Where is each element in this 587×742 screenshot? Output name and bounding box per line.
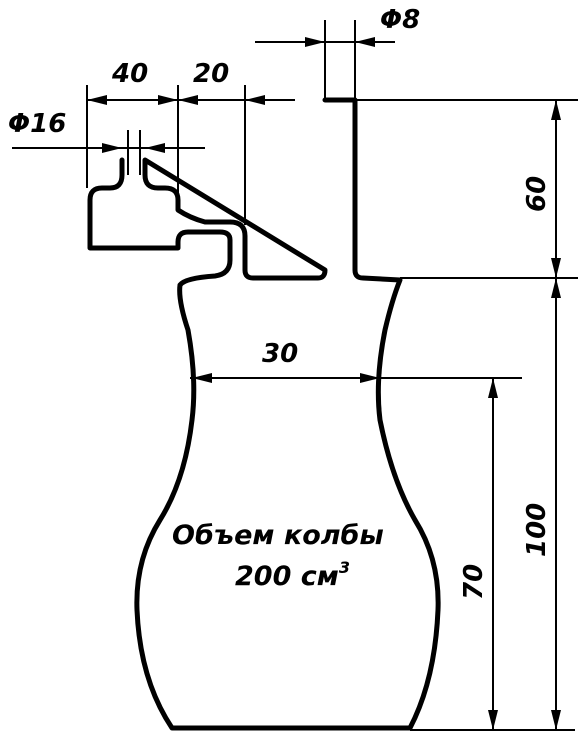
dim-60-label: 60 [522, 176, 552, 212]
dim-60-arrow-bottom [551, 258, 561, 278]
dim-20-label: 20 [193, 59, 229, 89]
dim-30-label: 30 [262, 339, 298, 369]
dim-phi16-arrow-left [102, 143, 122, 153]
flask-outline [87, 97, 441, 731]
dim-40-arrow-left [87, 95, 107, 105]
dim-70-label: 70 [459, 564, 489, 600]
dim-100-arrow-top [551, 278, 561, 298]
dim-20-arrow-right [245, 95, 265, 105]
dim-phi8-label: Φ8 [380, 5, 420, 35]
dim-40-arrow-right [158, 95, 178, 105]
dim-20-arrow-left [178, 95, 198, 105]
dim-60-arrow-top [551, 100, 561, 120]
volume-note-line2: 200 см3 [235, 558, 350, 592]
dim-30-arrow-left [192, 373, 212, 383]
dim-phi8-arrow-right [355, 37, 375, 47]
dim-phi16-label: Φ16 [8, 109, 66, 139]
volume-value: 200 см [235, 561, 339, 592]
dim-70-arrow-bottom [488, 710, 498, 730]
volume-note-line1: Объем колбы [172, 520, 384, 551]
dim-30-arrow-right [360, 373, 380, 383]
dim-70-arrow-top [488, 378, 498, 398]
dim-100-label: 100 [522, 503, 552, 557]
dim-phi8-arrow-left [305, 37, 325, 47]
volume-unit-superscript: 3 [339, 558, 350, 577]
dim-100-arrow-bottom [551, 710, 561, 730]
dim-phi16-arrow-right [145, 143, 165, 153]
dim-40-label: 40 [111, 59, 148, 89]
